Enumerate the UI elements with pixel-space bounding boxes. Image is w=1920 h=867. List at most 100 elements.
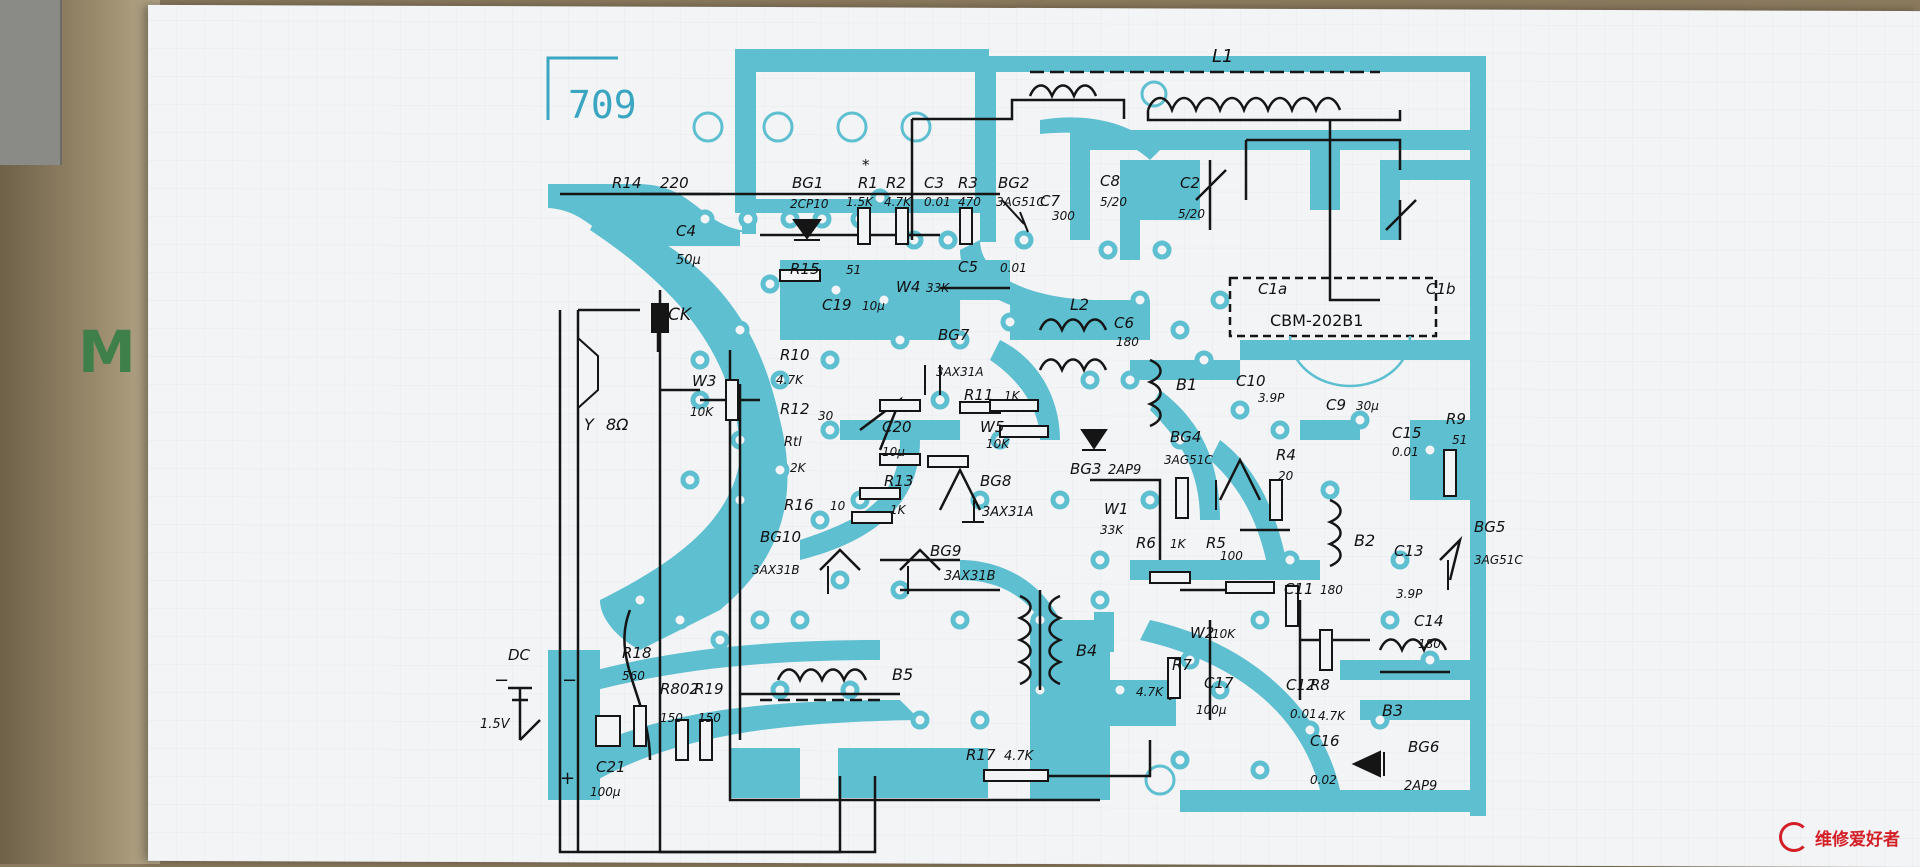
label-c8: C8 xyxy=(1100,172,1120,190)
value-c13: 3.9P xyxy=(1396,587,1423,601)
value-bg5: 3AG51C xyxy=(1474,553,1523,567)
label-c5: C5 xyxy=(958,258,978,276)
minus-sign: − xyxy=(494,670,509,691)
label-c13: C13 xyxy=(1394,542,1424,560)
value-r11: 1K xyxy=(1004,389,1021,403)
label-r3: R3 xyxy=(958,174,978,192)
label-bg1: BG1 xyxy=(792,174,823,192)
wood-background: M xyxy=(0,0,160,864)
label-b3: B3 xyxy=(1382,701,1403,720)
label-c20: C20 xyxy=(882,418,912,436)
label-w3: W3 xyxy=(692,372,716,390)
value-c19: 10μ xyxy=(862,299,885,313)
value-bg2: 3AG51C xyxy=(996,195,1045,209)
value-c20: 10μ xyxy=(882,445,905,459)
value-c15: 0.01 xyxy=(1392,445,1419,459)
label-c15: C15 xyxy=(1392,424,1422,442)
label-c10: C10 xyxy=(1236,372,1266,390)
value-bg8: 3AX31A xyxy=(982,505,1034,520)
label-c2: C2 xyxy=(1180,174,1200,192)
label-cbm: CBM-202B1 xyxy=(1270,311,1363,330)
value-c7: 300 xyxy=(1052,209,1075,223)
label-c3: C3 xyxy=(924,174,944,192)
label-w2: W2 xyxy=(1190,624,1214,642)
value-bg6: 2AP9 xyxy=(1404,779,1437,794)
value-w1: 33K xyxy=(1100,523,1124,537)
label-c4: C4 xyxy=(676,222,696,240)
value-r16: 10 xyxy=(830,499,846,513)
watermark-logo-icon xyxy=(1779,822,1809,852)
value-c16: 0.02 xyxy=(1310,773,1337,787)
value-r15: 51 xyxy=(846,263,861,277)
label-bg2: BG2 xyxy=(998,174,1029,192)
label-b5: B5 xyxy=(892,665,913,684)
value-r3: 470 xyxy=(958,195,981,209)
label-r12: R12 xyxy=(780,400,810,418)
label-bg7: BG7 xyxy=(938,326,970,344)
component-labels: R14 220 C4 50μ BG1 2CP10 R1 * 1.5K R2 4.… xyxy=(480,46,1523,799)
label-r802: R802 xyxy=(660,680,699,698)
label-c11: C11 xyxy=(1284,580,1314,598)
label-bg3: BG3 xyxy=(1070,460,1101,478)
label-spk: Y xyxy=(584,415,595,434)
value-bg3: 2AP9 xyxy=(1108,463,1141,478)
wiring xyxy=(508,70,1463,854)
label-r6: R6 xyxy=(1136,534,1156,552)
value-r18: 560 xyxy=(622,669,645,683)
value-bg4: 3AG51C xyxy=(1164,453,1213,467)
label-c21: C21 xyxy=(596,758,626,776)
solder-pads xyxy=(630,188,1440,780)
value-c6: 180 xyxy=(1116,335,1139,349)
watermark: 维修爱好者 xyxy=(1779,822,1900,852)
value-c4: 50μ xyxy=(676,253,701,268)
label-c16: C16 xyxy=(1310,732,1340,750)
value-r10: 4.7K xyxy=(776,373,804,387)
label-r18: R18 xyxy=(622,644,652,662)
label-c19: C19 xyxy=(822,296,852,314)
label-c6: C6 xyxy=(1114,314,1134,332)
background-print: M xyxy=(78,318,136,386)
value-r6: 1K xyxy=(1170,537,1187,551)
value-rtl: 2K xyxy=(790,461,807,475)
label-r14: R14 xyxy=(612,174,642,192)
label-bg10: BG10 xyxy=(760,528,801,546)
label-bg8: BG8 xyxy=(980,472,1011,490)
label-c17: C17 xyxy=(1204,674,1234,692)
label-dc: DC xyxy=(508,646,531,664)
label-l2: L2 xyxy=(1070,295,1089,314)
label-rtl: Rtl xyxy=(784,435,802,450)
value-c3: 0.01 xyxy=(924,195,951,209)
label-r19: R19 xyxy=(694,680,724,698)
label-c1a: C1a xyxy=(1258,280,1287,298)
value-r1: 1.5K xyxy=(846,195,874,209)
value-r14: 220 xyxy=(660,174,689,192)
value-dc: 1.5V xyxy=(480,717,511,732)
value-r9: 51 xyxy=(1452,433,1467,447)
label-ck: CK xyxy=(668,305,693,325)
value-r2: 4.7K xyxy=(884,195,912,209)
value-c21: 100μ xyxy=(590,785,621,799)
label-bg4: BG4 xyxy=(1170,428,1201,446)
value-bg10: 3AX31B xyxy=(752,563,800,577)
label-r17: R17 xyxy=(966,746,996,764)
tape-strip xyxy=(0,0,62,165)
label-r9: R9 xyxy=(1446,410,1466,428)
value-r12: 30 xyxy=(818,409,834,423)
label-r15: R15 xyxy=(790,260,820,278)
label-b1: B1 xyxy=(1176,375,1197,394)
label-w1: W1 xyxy=(1104,500,1128,518)
value-c2: 5/20 xyxy=(1178,207,1205,221)
value-w5: 10K xyxy=(986,437,1010,451)
label-w5: W5 xyxy=(980,418,1004,436)
label-c1b: C1b xyxy=(1426,280,1456,298)
value-bg1: 2CP10 xyxy=(790,197,829,211)
value-w2: 10K xyxy=(1212,627,1236,641)
value-r7: 4.7K xyxy=(1136,685,1164,699)
value-r13: 1K xyxy=(890,503,907,517)
value-c12: 0.01 xyxy=(1290,707,1317,721)
label-c9: C9 xyxy=(1326,396,1346,414)
label-bg9: BG9 xyxy=(930,542,961,560)
label-r1: R1 xyxy=(858,174,878,192)
label-r4: R4 xyxy=(1276,446,1296,464)
